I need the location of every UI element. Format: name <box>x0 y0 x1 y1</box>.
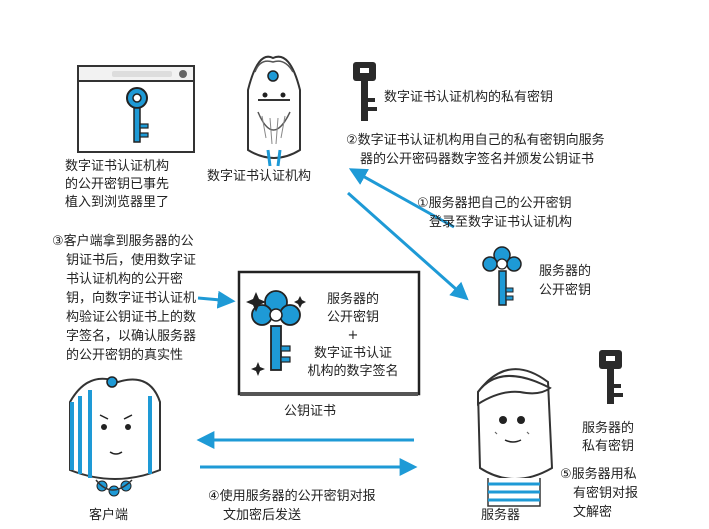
certificate-key-icon <box>251 290 301 371</box>
step3-line5: 构验证公钥证书上的数 <box>66 310 197 325</box>
cert-content-line4: 机构的数字签名 <box>307 364 399 379</box>
browser-key-line2: 的公开密钥已事先 <box>65 177 170 192</box>
step3-line1: ③客户端拿到服务器的公 <box>52 234 194 249</box>
certificate-icon <box>237 270 421 396</box>
server-label: 服务器 <box>481 508 521 523</box>
step3-line6: 字签名，以确认服务器 <box>66 329 197 344</box>
ca-private-key-label: 数字证书认证机构的私有密钥 <box>384 90 554 105</box>
server-private-key-line1: 服务器的 <box>582 421 635 436</box>
ca-label: 数字证书认证机构 <box>207 169 312 184</box>
cert-content-line1: 服务器的 <box>326 292 379 307</box>
server-public-key-line2: 公开密钥 <box>539 283 592 298</box>
client-label: 客户端 <box>89 508 129 523</box>
step4-line2: 文加密后发送 <box>223 508 302 523</box>
step2-line2: 器的公开密码器数字签名并颁发公钥证书 <box>360 152 595 167</box>
cert-title: 公钥证书 <box>284 404 337 419</box>
ca-person-icon <box>247 55 301 167</box>
step3-line2: 钥证书后，使用数字证 <box>66 253 197 268</box>
step1-line1: ①服务器把自己的公开密钥 <box>417 196 572 211</box>
step3-line4: 钥，向数字证书认证机 <box>66 291 197 306</box>
server-public-key-icon <box>482 246 522 306</box>
browser-key-line3: 植入到浏览器里了 <box>65 195 170 210</box>
server-private-key-icon <box>599 350 623 404</box>
cert-content-plus: + <box>347 328 359 343</box>
step1-line2: 登录至数字证书认证机构 <box>429 215 573 230</box>
server-public-key-line1: 服务器的 <box>539 264 592 279</box>
client-person-icon <box>69 376 161 497</box>
step2-line1: ②数字证书认证机构用自己的私有密钥向服务 <box>346 133 605 148</box>
step4-line1: ④使用服务器的公开密钥对报 <box>208 489 376 504</box>
sparkle-icon <box>246 292 306 376</box>
step5-line3: 文解密 <box>573 505 613 520</box>
server-person-icon <box>476 368 554 507</box>
browser-key-line1: 数字证书认证机构 <box>65 159 170 174</box>
cert-content-line3: 数字证书认证 <box>313 346 392 361</box>
cert-content-line2: 公开密钥 <box>326 310 379 325</box>
browser-public-key-icon <box>126 87 149 143</box>
ca-private-key-icon <box>353 62 377 121</box>
arrow-icon <box>196 168 469 476</box>
server-private-key-line2: 私有密钥 <box>582 439 635 454</box>
step3-line7: 的公开密钥的真实性 <box>66 348 184 363</box>
step3-line3: 书认证机构的公开密 <box>66 272 184 287</box>
step5-line2: 有密钥对报 <box>573 486 639 501</box>
step5-line1: ⑤服务器用私 <box>560 467 637 482</box>
